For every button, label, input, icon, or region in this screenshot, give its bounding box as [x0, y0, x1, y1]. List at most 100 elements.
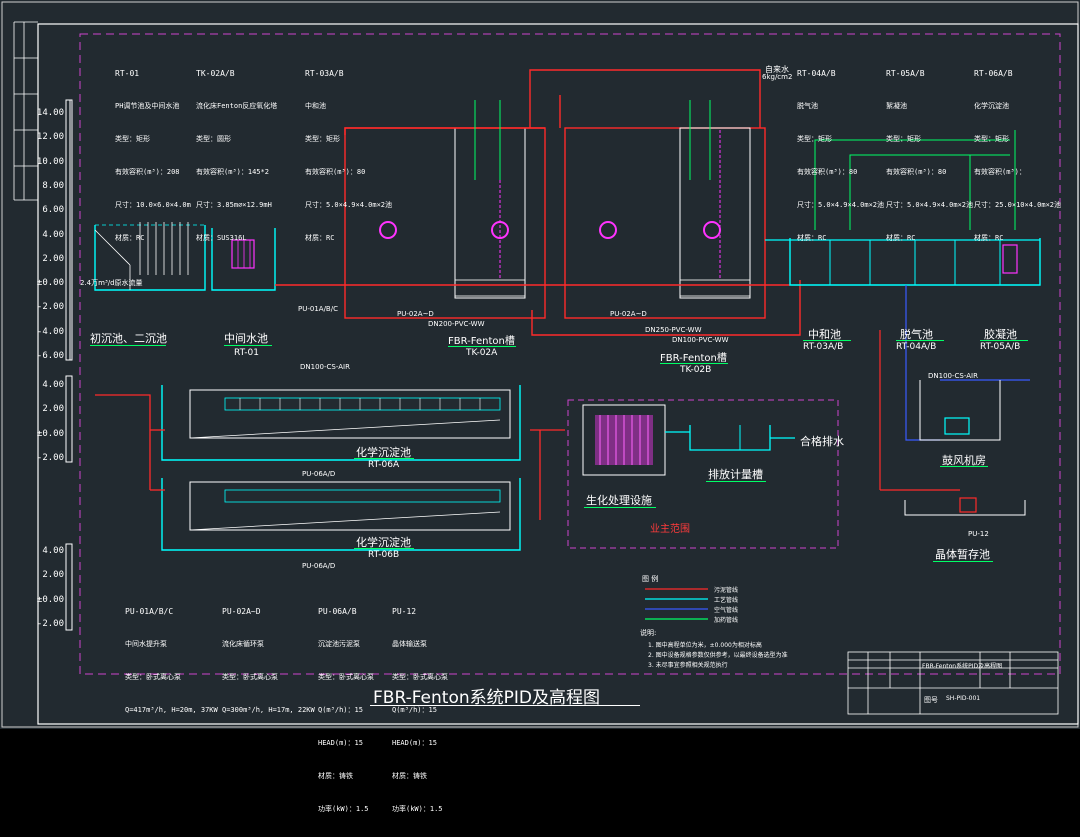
- spec-rt01-line-4: 材质：RC: [115, 234, 145, 242]
- label-pump-pu02a: PU-02A~D: [397, 310, 434, 318]
- spec-tk02: TK-02A/B 流化床Fenton反应氧化塔 类型：圆形 有效容积(m³)：1…: [196, 46, 277, 266]
- label-mid-tank: 中间水池: [224, 332, 268, 345]
- spec-rt04-line-0: 脱气池: [797, 102, 818, 110]
- spec-rt04-line-2: 有效容积(m³)：80: [797, 168, 858, 176]
- underline-floc: [980, 340, 1028, 341]
- spec-rt06: RT-06A/B 化学沉淀池 类型：矩形 有效容积(m³)： 尺寸：25.0×1…: [974, 46, 1061, 266]
- spec-rt01-line-0: PH调节池及中间水池: [115, 102, 180, 110]
- spec-rt06-line-2: 有效容积(m³)：: [974, 168, 1026, 176]
- label-neutral: 中和池: [808, 328, 841, 341]
- legend-item-0: 污泥管线: [714, 587, 739, 594]
- sludge-piping-top: [275, 69, 801, 336]
- label-pipe-dn100-air: DN100-CS-AIR: [300, 363, 350, 371]
- spec-pu01-line-2: Q=417m³/h, H=20m, 37KW: [125, 706, 218, 714]
- notes-line-2: 3. 未尽事宜参照相关规范执行: [648, 662, 728, 669]
- spec-rt01-code: RT-01: [115, 69, 140, 78]
- spec-tk02-code: TK-02A/B: [196, 69, 235, 78]
- label-pump-pu02b: PU-02A~D: [610, 310, 647, 318]
- underline-fenton-a: [448, 346, 516, 347]
- spec-pu06: PU-06A/B 沉淀池污泥泵 类型：卧式离心泵 Q(m³/h)：15 HEAD…: [318, 584, 374, 837]
- axis-bot-tick-1: 2.00: [42, 570, 64, 581]
- label-fenton-a-code: TK-02A: [466, 348, 498, 358]
- axis-bot-tick-2: ±0.00: [36, 594, 64, 605]
- spec-pu02-line-2: Q=300m³/h, H=17m, 22KW: [222, 706, 315, 714]
- label-chem-sed-a: 化学沉淀池: [356, 446, 411, 459]
- axis-mid-tick-0: 4.00: [42, 380, 64, 390]
- spec-pu12-line-4: 材质：铸铁: [392, 772, 427, 780]
- spec-rt01-line-2: 有效容积(m³)：208: [115, 168, 180, 176]
- label-owner-scope: 业主范围: [650, 524, 690, 535]
- title-block: [847, 651, 1059, 715]
- label-pipe-dn100-air2: DN100-CS-AIR: [928, 372, 978, 380]
- underline-crystal: [933, 561, 993, 562]
- spec-pu12: PU-12 晶体输送泵 类型：卧式离心泵 Q(m³/h)：15 HEAD(m)：…: [392, 584, 448, 837]
- label-pump-pu06a: PU-06A/D: [302, 470, 336, 478]
- axis-top-tick-5: 4.00: [42, 229, 64, 240]
- drawing-title: FBR-Fenton系统PID及高程图: [373, 688, 600, 708]
- label-tap-water-pressure: 6kg/cm2: [762, 73, 793, 81]
- label-floc-code: RT-05A/B: [980, 342, 1021, 352]
- label-pump-pu01: PU-01A/B/C: [298, 305, 338, 313]
- legend-lines: [645, 588, 708, 620]
- elevation-ruler-mid: [65, 375, 73, 463]
- spec-rt06-line-3: 尺寸：25.0×10×4.0m×2池: [974, 201, 1062, 209]
- spec-tk02-line-0: 流化床Fenton反应氧化塔: [196, 102, 278, 110]
- label-degas-code: RT-04A/B: [896, 342, 937, 352]
- label-pump-pu06b: PU-06A/D: [302, 562, 336, 570]
- axis-mid-tick-2: ±0.00: [36, 428, 64, 439]
- label-chem-sed-b: 化学沉淀池: [356, 536, 411, 549]
- elevation-ruler-top: [65, 99, 73, 361]
- title-underline: [370, 705, 640, 706]
- elevation-ruler-bottom: [65, 543, 73, 631]
- spec-pu06-line-2: Q(m³/h)：15: [318, 706, 363, 714]
- spec-pu12-line-1: 类型：卧式离心泵: [392, 673, 448, 681]
- spec-rt01: RT-01 PH调节池及中间水池 类型：矩形 有效容积(m³)：208 尺寸：1…: [115, 46, 191, 266]
- spec-pu06-code: PU-06A/B: [318, 607, 357, 616]
- legend-item-3: 加药管线: [714, 617, 739, 624]
- spec-rt03: RT-03A/B 中和池 类型：矩形 有效容积(m³)：80 尺寸：5.0×4.…: [305, 46, 392, 266]
- spec-pu01-line-0: 中间水提升泵: [125, 640, 167, 648]
- chem-sed-tank-a: [161, 385, 521, 461]
- title-block-project: FBR-Fenton系统PID及高程图: [922, 663, 1003, 670]
- neutral-degas-floc-tanks: [789, 238, 1041, 286]
- label-pipe-dn200: DN200-PVC-WW: [428, 320, 485, 328]
- axis-bot-tick-0: 4.00: [42, 546, 64, 556]
- spec-rt05-line-4: 材质：RC: [886, 234, 916, 242]
- label-neutral-code: RT-03A/B: [803, 342, 844, 352]
- spec-rt04-line-3: 尺寸：5.0×4.9×4.0m×2池: [797, 201, 885, 209]
- spec-rt03-line-1: 类型：矩形: [305, 135, 340, 143]
- spec-rt03-line-3: 尺寸：5.0×4.9×4.0m×2池: [305, 201, 393, 209]
- spec-pu02: PU-02A~D 流化床循环泵 类型：卧式离心泵 Q=300m³/h, H=17…: [222, 584, 315, 738]
- crystal-storage: [880, 489, 1026, 516]
- axis-top-tick-0: 14.00: [36, 108, 64, 118]
- spec-rt05-line-1: 类型：矩形: [886, 135, 921, 143]
- spec-rt03-line-2: 有效容积(m³)：80: [305, 168, 366, 176]
- legend-item-2: 空气管线: [714, 607, 739, 614]
- spec-rt05-code: RT-05A/B: [886, 69, 925, 78]
- label-mid-tank-code: RT-01: [234, 348, 259, 358]
- spec-pu01-code: PU-01A/B/C: [125, 607, 174, 616]
- plant-boundary: [79, 33, 1061, 675]
- spec-rt06-code: RT-06A/B: [974, 69, 1013, 78]
- underline-primary: [90, 345, 166, 346]
- chem-sed-tank-b: [161, 478, 521, 551]
- title-block-drawing-no: SH-PID-001: [946, 695, 981, 702]
- label-floc: 胶凝池: [984, 328, 1017, 341]
- axis-top-tick-8: -2.00: [36, 302, 64, 313]
- underline-chem-a: [354, 458, 414, 459]
- spec-pu06-line-3: HEAD(m)：15: [318, 739, 363, 747]
- underline-chem-b: [354, 548, 414, 549]
- spec-rt04-code: RT-04A/B: [797, 69, 836, 78]
- spec-tk02-line-3: 尺寸：3.85m∅×12.9mH: [196, 201, 272, 209]
- axis-top-tick-1: 12.00: [36, 132, 64, 143]
- mid-water-tank: [211, 228, 276, 291]
- spec-rt03-line-0: 中和池: [305, 102, 326, 110]
- label-bio-treatment: 生化处理设施: [586, 494, 652, 507]
- pid-drawing-svg: [1, 1, 1079, 728]
- spec-tk02-line-1: 类型：圆形: [196, 135, 231, 143]
- underline-mid-tank: [224, 345, 272, 346]
- chem-dosing-lines: [474, 100, 1016, 230]
- spec-rt04: RT-04A/B 脱气池 类型：矩形 有效容积(m³)：80 尺寸：5.0×4.…: [797, 46, 884, 266]
- air-line: [905, 285, 1030, 441]
